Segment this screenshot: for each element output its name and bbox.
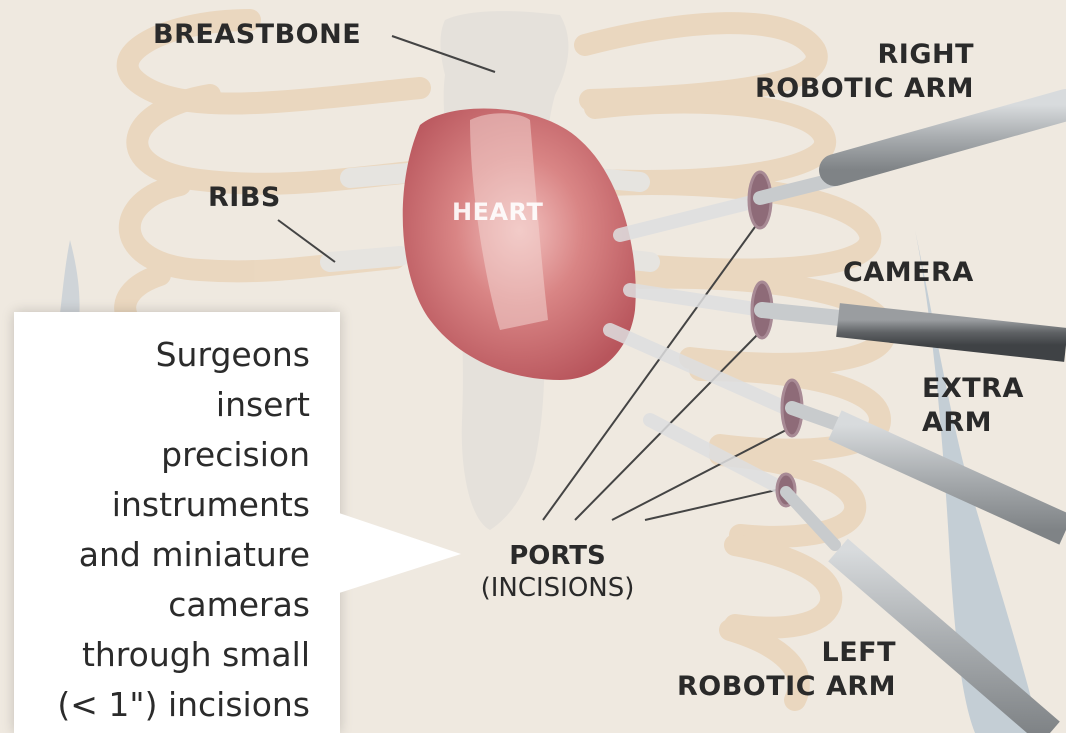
left-robotic-arm-label-line1: LEFT (677, 636, 896, 670)
ribs-label: RIBS (208, 181, 281, 215)
left-robotic-arm-label: LEFT ROBOTIC ARM (677, 636, 896, 704)
callout-line: (< 1") incisions (10, 680, 310, 730)
callout-box: Surgeons insert precision instruments an… (14, 312, 340, 733)
callout-line: cameras (10, 580, 310, 630)
camera-label: CAMERA (843, 256, 974, 290)
right-robotic-arm-label-line1: RIGHT (755, 38, 974, 72)
callout-line: insert (10, 380, 310, 430)
breastbone-label: BREASTBONE (153, 18, 361, 52)
right-robotic-arm-label-line2: ROBOTIC ARM (755, 72, 974, 106)
extra-arm-label-line2: ARM (922, 406, 1024, 440)
callout-line: through small (10, 630, 310, 680)
extra-arm-label: EXTRA ARM (922, 372, 1024, 440)
callout-line: Surgeons (10, 330, 310, 380)
callout-pointer (336, 472, 476, 632)
ports-label-line1: PORTS (455, 540, 660, 572)
callout-line: precision (10, 430, 310, 480)
ports-label: PORTS (INCISIONS) (455, 540, 660, 604)
callout-text: Surgeons insert precision instruments an… (10, 330, 310, 730)
extra-arm-label-line1: EXTRA (922, 372, 1024, 406)
ports-label-line2: (INCISIONS) (455, 572, 660, 604)
callout-line: instruments (10, 480, 310, 530)
left-robotic-arm-label-line2: ROBOTIC ARM (677, 670, 896, 704)
heart-label: HEART (452, 198, 543, 226)
right-robotic-arm-label: RIGHT ROBOTIC ARM (755, 38, 974, 106)
callout-line: and miniature (10, 530, 310, 580)
